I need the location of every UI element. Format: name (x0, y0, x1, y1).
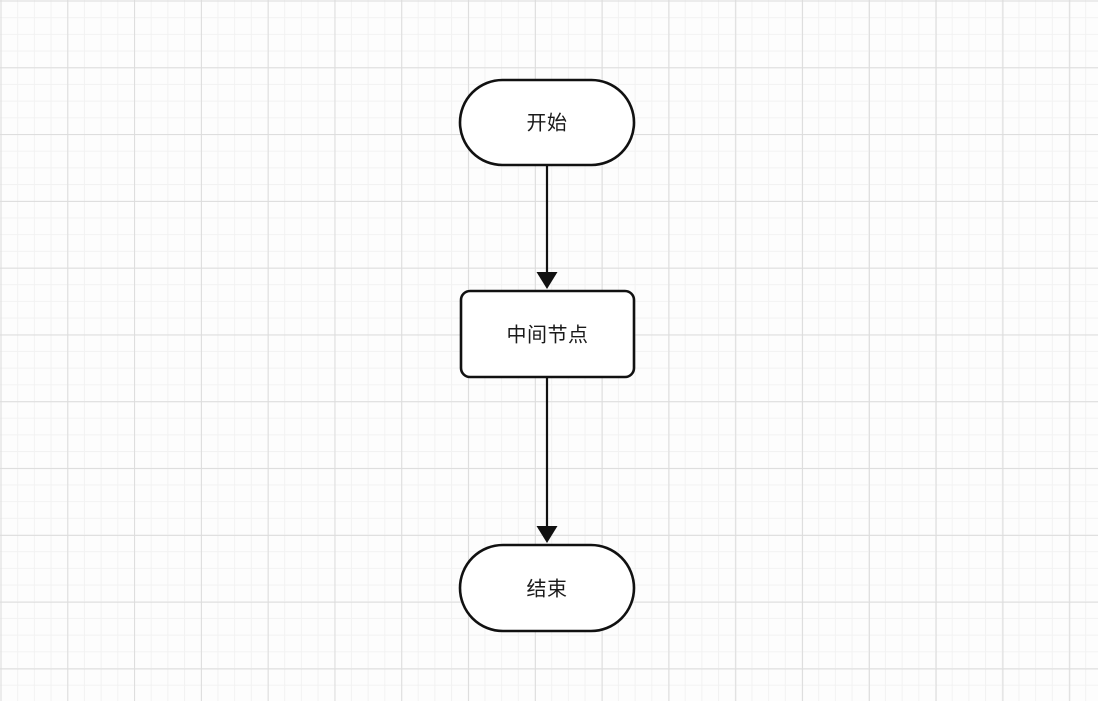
node-middle[interactable]: 中间节点 (459, 289, 636, 379)
node-end-label: 结束 (527, 577, 568, 600)
node-middle-shape (459, 289, 636, 379)
node-start[interactable]: 开始 (458, 78, 636, 167)
edge-middle-to-end[interactable] (536, 377, 558, 543)
arrowhead-down-icon (536, 526, 558, 543)
node-end[interactable]: 结束 (458, 543, 636, 633)
node-middle-label: 中间节点 (507, 323, 589, 346)
node-start-label: 开始 (527, 111, 568, 134)
node-end-shape (458, 543, 636, 633)
edge-start-to-middle[interactable] (536, 165, 558, 289)
arrowhead-down-icon (536, 272, 558, 289)
node-start-shape (458, 78, 636, 167)
